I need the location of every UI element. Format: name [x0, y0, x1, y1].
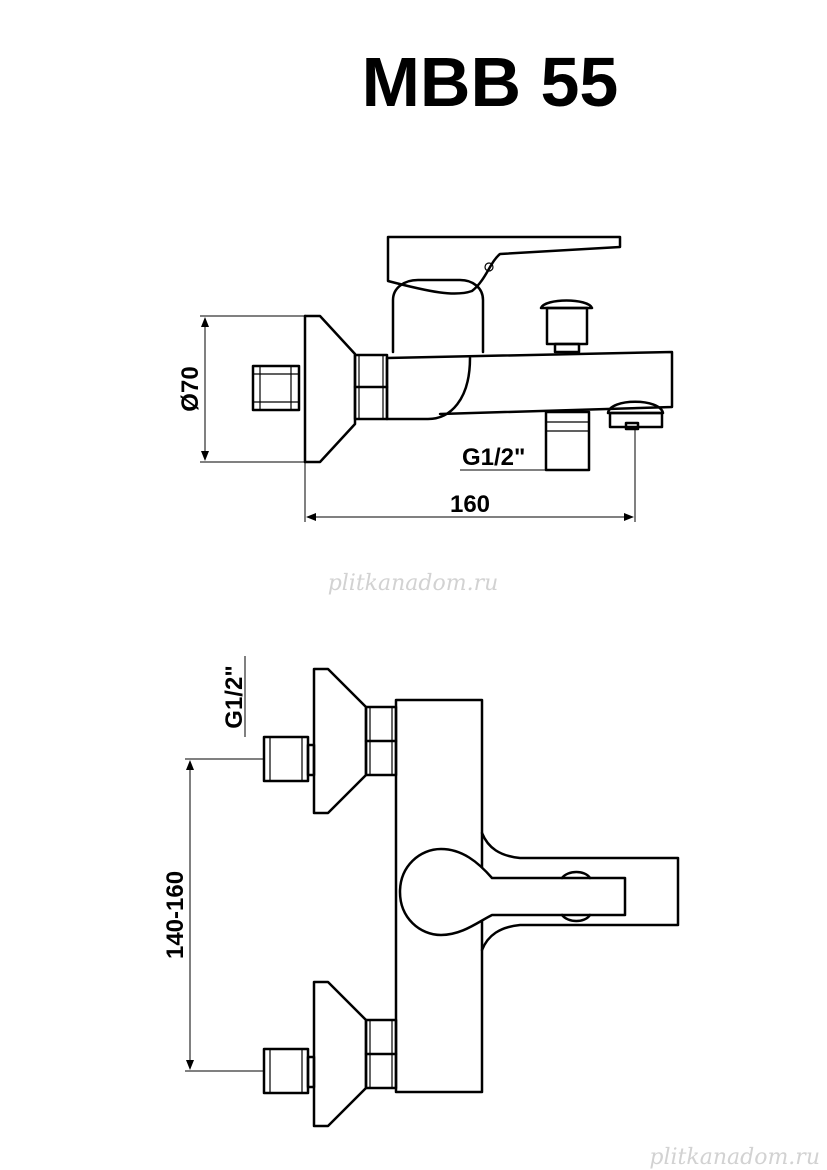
aerator — [606, 400, 665, 431]
lever-handle-side — [386, 235, 622, 295]
wall-flange — [303, 314, 357, 464]
length-label: 160 — [450, 491, 490, 518]
cartridge-body — [391, 278, 485, 354]
thread-label-side: G1/2" — [462, 444, 525, 471]
thread-label-front: G1/2" — [221, 665, 248, 728]
front-view: G1/2" 140-160 — [162, 656, 680, 1128]
spacing-label: 140-160 — [162, 871, 189, 959]
inlet-connector-side — [251, 364, 301, 412]
mixer-body-side — [385, 356, 472, 421]
outlet-connector — [544, 410, 591, 472]
hex-nut-side — [353, 353, 389, 421]
diverter-knob — [539, 299, 594, 354]
watermark-center: plitkanadom.ru — [328, 571, 499, 596]
side-view: Ø70 G1/2" 160 — [177, 235, 674, 522]
model-title: MBB 55 — [362, 43, 619, 121]
spout-front — [480, 831, 680, 952]
lower-wall-flange — [262, 980, 398, 1128]
lever-handle-front — [398, 847, 627, 937]
spout-side — [385, 350, 674, 416]
upper-wall-flange — [262, 667, 398, 815]
watermark-corner: plitkanadom.ru — [649, 1145, 820, 1170]
diameter-label: Ø70 — [177, 366, 204, 411]
